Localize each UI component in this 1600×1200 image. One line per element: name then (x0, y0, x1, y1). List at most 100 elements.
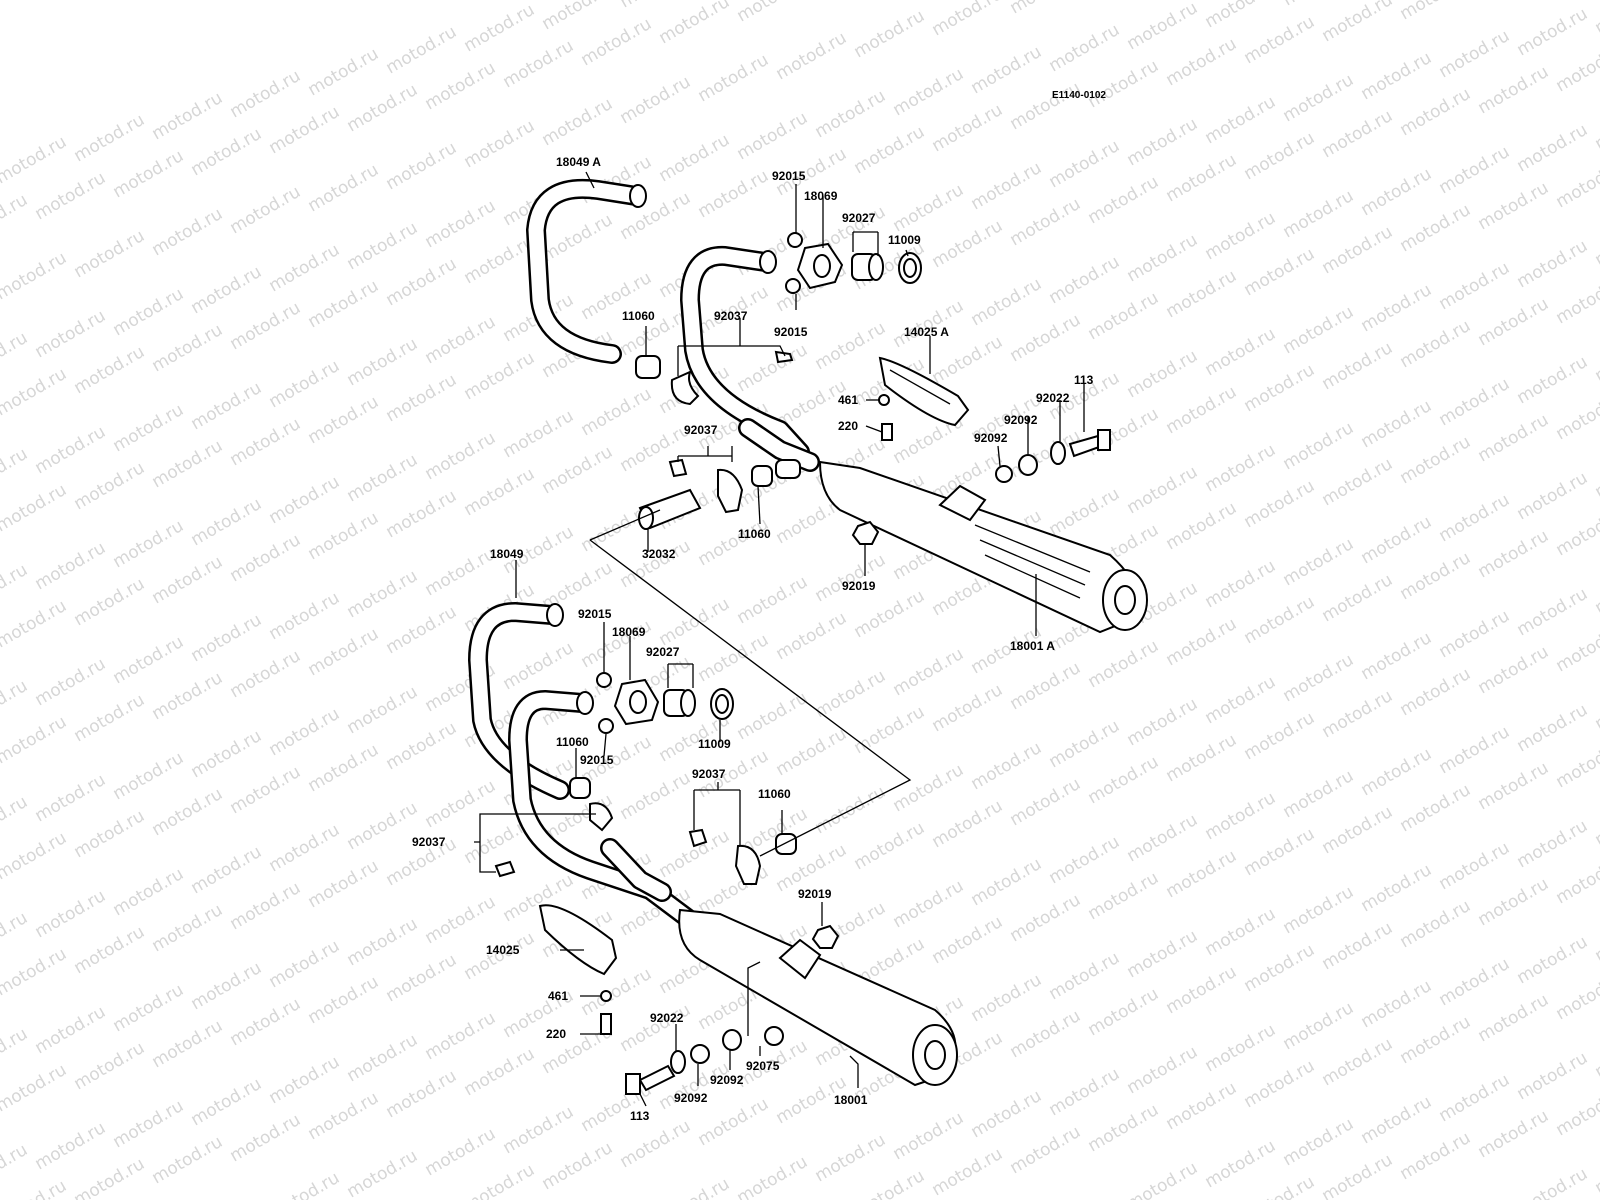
watermark-text: motod.ru (1241, 360, 1319, 416)
watermark-text: motod.ru (227, 762, 305, 818)
watermark-text: motod.ru (1553, 156, 1600, 212)
diagram-code: E1140-0102 (1052, 90, 1106, 101)
label-92027: 92027 (646, 645, 680, 659)
watermark-text: motod.ru (1358, 976, 1436, 1032)
watermark-text: motod.ru (188, 378, 266, 434)
label-14025A: 14025 A (904, 325, 949, 339)
label-18049: 18049 (490, 547, 524, 561)
gasket-11060-upper-b (751, 465, 773, 487)
watermark-text: motod.ru (0, 480, 70, 536)
watermark-text: motod.ru (1358, 628, 1436, 684)
watermark-text: motod.ru (1436, 722, 1514, 778)
watermark-text: motod.ru (1514, 1164, 1592, 1200)
watermark-text: motod.ru (344, 450, 422, 506)
watermark-text: motod.ru (1163, 730, 1241, 786)
watermark-text: motod.ru (383, 22, 461, 78)
watermark-text: motod.ru (1436, 1070, 1514, 1126)
watermark-text: motod.ru (656, 0, 734, 48)
watermark-text: motod.ru (1046, 136, 1124, 192)
gasket-11060-upper-a (635, 355, 661, 379)
watermark-text: motod.ru (1397, 664, 1475, 720)
watermark-text: motod.ru (851, 1166, 929, 1200)
label-11009: 11009 (888, 233, 921, 247)
watermark-text: motod.ru (383, 718, 461, 774)
watermark-text: motod.ru (968, 274, 1046, 330)
watermark-text: motod.ru (0, 1140, 31, 1196)
watermark-text: motod.ru (1514, 816, 1592, 872)
watermark-text: motod.ru (1163, 266, 1241, 322)
watermark-text: motod.ru (422, 544, 500, 600)
watermark-text: motod.ru (344, 1030, 422, 1086)
label-92022: 92022 (650, 1011, 684, 1025)
watermark-text: motod.ru (1280, 766, 1358, 822)
watermark-text: motod.ru (422, 428, 500, 484)
watermark-text: motod.ru (1241, 12, 1319, 68)
watermark-text: motod.ru (383, 254, 461, 310)
watermark-text: motod.ru (812, 666, 890, 722)
watermark-text: motod.ru (1241, 128, 1319, 184)
watermark-text: motod.ru (1592, 910, 1600, 966)
watermark-text: motod.ru (1592, 1026, 1600, 1082)
watermark-text: motod.ru (617, 1000, 695, 1056)
watermark-text: motod.ru (929, 100, 1007, 156)
watermark-text: motod.ru (344, 682, 422, 738)
watermark-text: motod.ru (1592, 330, 1600, 386)
watermark-text: motod.ru (0, 248, 70, 304)
watermark-text: motod.ru (0, 132, 70, 188)
label-220: 220 (546, 1027, 566, 1041)
watermark-text: motod.ru (1280, 1114, 1358, 1170)
watermark-text: motod.ru (1475, 0, 1553, 2)
watermark-text: motod.ru (656, 1174, 734, 1200)
watermark-text: motod.ru (1475, 62, 1553, 118)
clamp-92037-lower-a (494, 802, 614, 878)
watermark-text: motod.ru (929, 0, 1007, 40)
watermark-text: motod.ru (1514, 1048, 1592, 1104)
watermark-text: motod.ru (1163, 498, 1241, 554)
watermark-text: motod.ru (266, 1168, 344, 1200)
watermark-text: motod.ru (0, 944, 70, 1000)
watermark-text: motod.ru (344, 798, 422, 854)
watermark-text: motod.ru (266, 1052, 344, 1108)
watermark-text: motod.ru (32, 1118, 110, 1174)
watermark-text: motod.ru (110, 864, 188, 920)
clamp-92037-lower-b (688, 828, 762, 885)
heat-guard-14025 (538, 904, 618, 1035)
watermark-text: motod.ru (71, 458, 149, 514)
watermark-text: motod.ru (149, 552, 227, 608)
watermark-text: motod.ru (1436, 142, 1514, 198)
watermark-text: motod.ru (0, 712, 70, 768)
watermark-text: motod.ru (188, 842, 266, 898)
watermark-text: motod.ru (851, 702, 929, 758)
muffler-18001 (678, 908, 958, 1087)
watermark-text: motod.ru (890, 1108, 968, 1164)
watermark-text: motod.ru (422, 196, 500, 252)
bolt-113-upper (995, 429, 1111, 483)
watermark-text: motod.ru (266, 588, 344, 644)
watermark-text: motod.ru (1475, 874, 1553, 930)
watermark-text: motod.ru (1202, 904, 1280, 960)
watermark-text: motod.ru (227, 66, 305, 122)
watermark-text: motod.ru (1436, 258, 1514, 314)
nut-92015-upper-b (785, 278, 801, 294)
watermark-text: motod.ru (1397, 316, 1475, 372)
watermark-text: motod.ru (1475, 990, 1553, 1046)
watermark-text: motod.ru (383, 138, 461, 194)
watermark-text: motod.ru (1046, 716, 1124, 772)
watermark-text: motod.ru (1241, 708, 1319, 764)
watermark-text: motod.ru (1163, 1078, 1241, 1134)
label-113: 113 (1074, 373, 1094, 387)
clamp-92037-upper-a (670, 350, 794, 406)
watermark-text: motod.ru (734, 0, 812, 26)
watermark-text: motod.ru (461, 464, 539, 520)
watermark-text: motod.ru (1202, 324, 1280, 380)
watermark-text: motod.ru (383, 370, 461, 426)
watermark-text: motod.ru (1319, 1034, 1397, 1090)
watermark-text: motod.ru (0, 908, 31, 964)
watermark-text: motod.ru (1007, 78, 1085, 134)
watermark-text: motod.ru (266, 820, 344, 876)
watermark-text: motod.ru (890, 64, 968, 120)
watermark-text: motod.ru (890, 876, 968, 932)
watermark-text: motod.ru (1553, 852, 1600, 908)
watermark-text: motod.ru (1319, 454, 1397, 510)
watermark-text: motod.ru (1046, 1064, 1124, 1120)
